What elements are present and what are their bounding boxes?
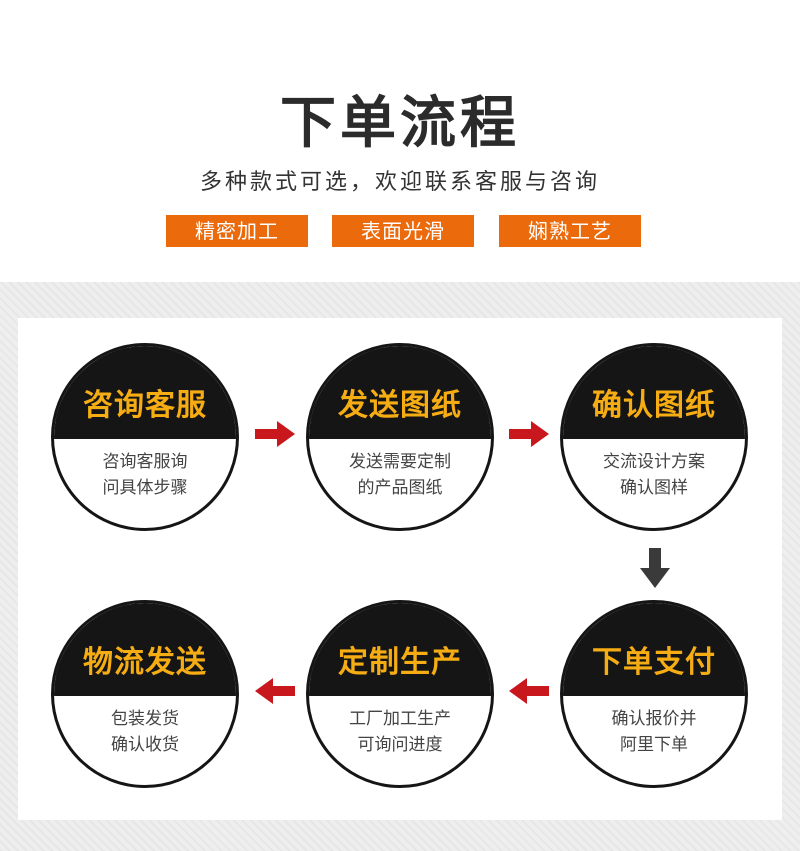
step-description: 确认报价并 阿里下单 bbox=[563, 706, 745, 758]
step-description: 咨询客服询 问具体步骤 bbox=[54, 449, 236, 501]
step-header-band bbox=[54, 346, 236, 439]
step-header-band bbox=[563, 603, 745, 696]
step-confirm-drawings: 确认图纸 交流设计方案 确认图样 bbox=[560, 343, 748, 531]
step-description-line: 可询问进度 bbox=[357, 735, 443, 755]
step-description-line: 确认报价并 bbox=[611, 709, 697, 729]
step-title: 发送图纸 bbox=[338, 388, 462, 423]
step-description-line: 确认收货 bbox=[111, 735, 179, 755]
step-title: 确认图纸 bbox=[592, 388, 716, 423]
step-title: 下单支付 bbox=[592, 645, 716, 680]
step-header-band bbox=[54, 603, 236, 696]
step-consult-service: 咨询客服 咨询客服询 问具体步骤 bbox=[51, 343, 239, 531]
arrow-right-icon bbox=[509, 421, 549, 447]
step-custom-production: 定制生产 工厂加工生产 可询问进度 bbox=[306, 600, 494, 788]
step-description-line: 确认图样 bbox=[620, 478, 688, 498]
step-header-band bbox=[563, 346, 745, 439]
step-title: 定制生产 bbox=[338, 645, 462, 680]
step-description-line: 工厂加工生产 bbox=[349, 709, 451, 729]
feature-tag-skilled-craft: 娴熟工艺 bbox=[499, 215, 641, 247]
step-description: 包装发货 确认收货 bbox=[54, 706, 236, 758]
step-description-line: 交流设计方案 bbox=[603, 452, 705, 472]
step-description-line: 包装发货 bbox=[111, 709, 179, 729]
step-description-line: 阿里下单 bbox=[620, 735, 688, 755]
arrow-down-icon bbox=[640, 548, 670, 588]
header-section: 下单流程 多种款式可选，欢迎联系客服与咨询 精密加工 表面光滑 娴熟工艺 bbox=[0, 0, 800, 282]
arrow-right-icon bbox=[255, 421, 295, 447]
step-description-line: 的产品图纸 bbox=[357, 478, 443, 498]
step-description: 交流设计方案 确认图样 bbox=[563, 449, 745, 501]
step-header-band bbox=[309, 346, 491, 439]
step-description-line: 问具体步骤 bbox=[102, 478, 188, 498]
step-logistics-shipping: 物流发送 包装发货 确认收货 bbox=[51, 600, 239, 788]
step-description-line: 发送需要定制 bbox=[349, 452, 451, 472]
step-order-payment: 下单支付 确认报价并 阿里下单 bbox=[560, 600, 748, 788]
feature-tag-smooth-surface: 表面光滑 bbox=[332, 215, 474, 247]
step-description: 发送需要定制 的产品图纸 bbox=[309, 449, 491, 501]
step-title: 物流发送 bbox=[83, 645, 207, 680]
feature-tag-precision: 精密加工 bbox=[166, 215, 308, 247]
step-header-band bbox=[309, 603, 491, 696]
arrow-left-icon bbox=[509, 678, 549, 704]
page-title: 下单流程 bbox=[280, 91, 520, 156]
step-description: 工厂加工生产 可询问进度 bbox=[309, 706, 491, 758]
arrow-left-icon bbox=[255, 678, 295, 704]
step-title: 咨询客服 bbox=[83, 388, 207, 423]
step-description-line: 咨询客服询 bbox=[102, 452, 188, 472]
step-send-drawings: 发送图纸 发送需要定制 的产品图纸 bbox=[306, 343, 494, 531]
page-subtitle: 多种款式可选，欢迎联系客服与咨询 bbox=[199, 170, 600, 195]
